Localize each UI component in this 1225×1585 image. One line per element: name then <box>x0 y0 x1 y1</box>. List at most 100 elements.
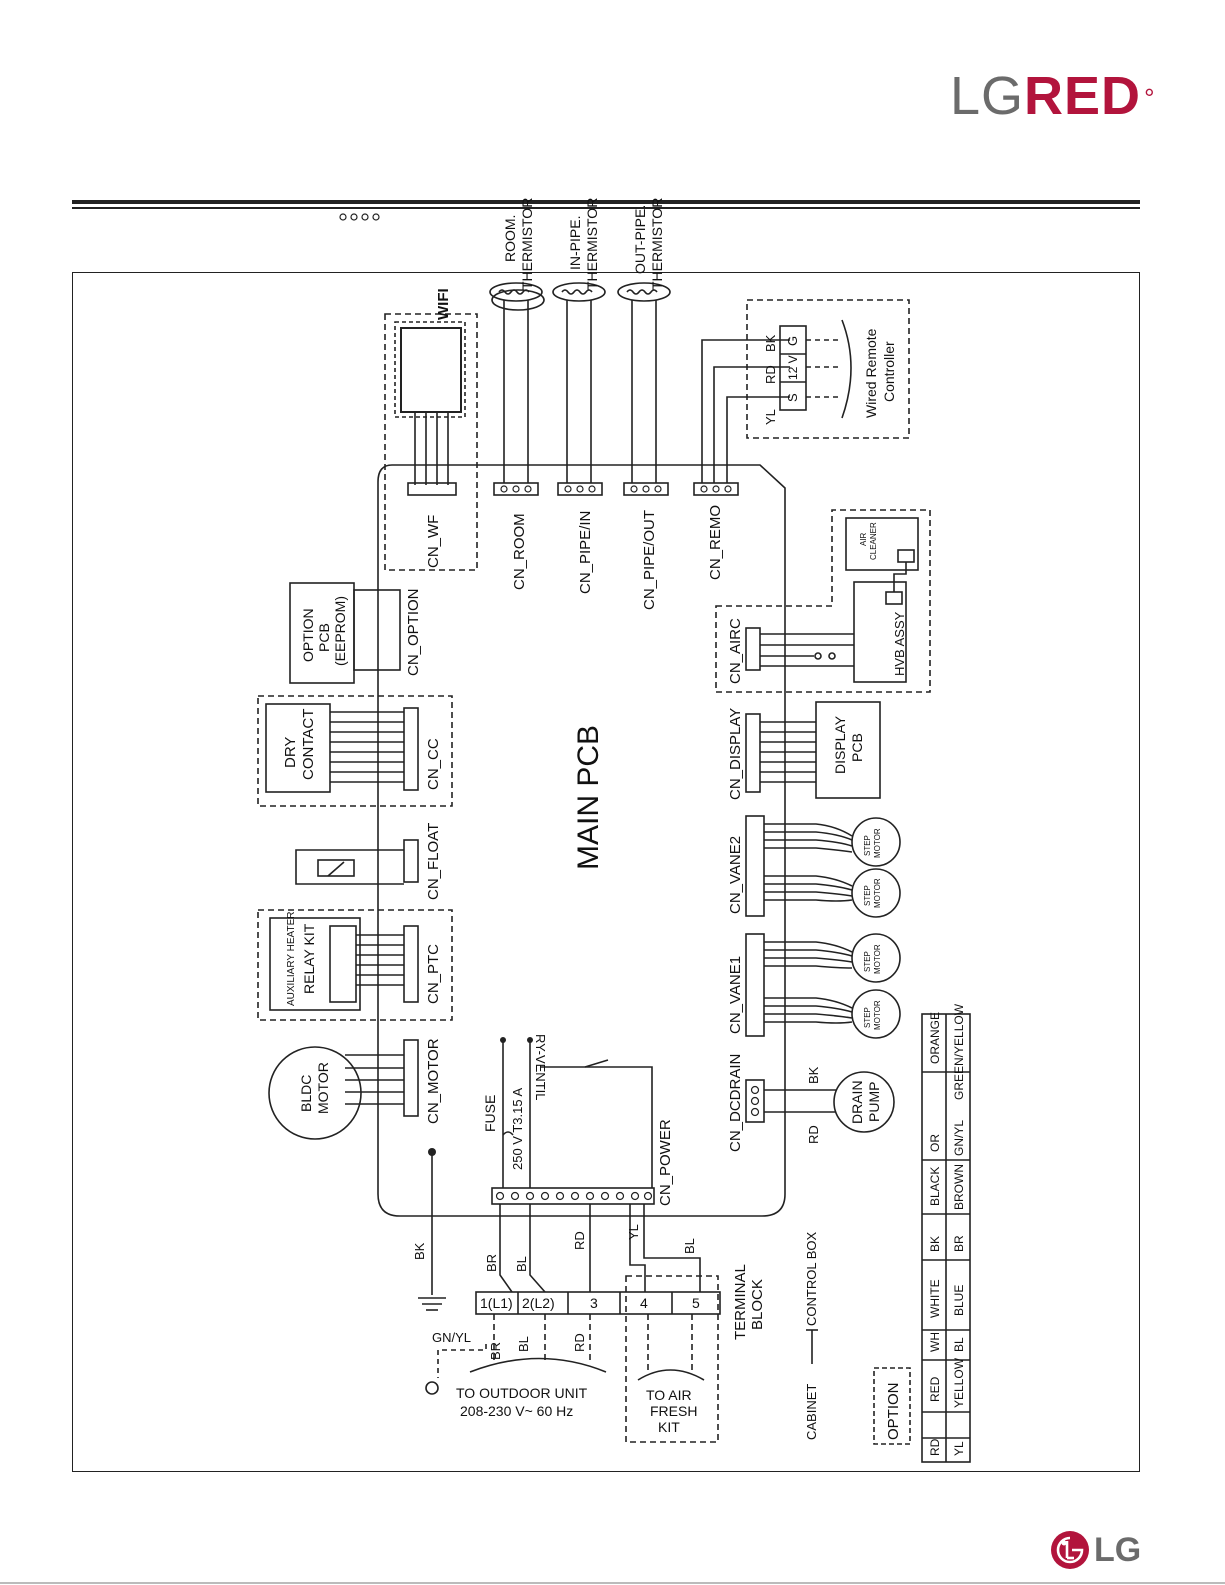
in-pipe-thermistor-bulb <box>552 282 606 302</box>
legend-bk: BK <box>928 1236 942 1252</box>
cn-display-label: CN_DISPLAY <box>727 708 744 800</box>
step-motor-4-line1: STEP <box>863 1007 872 1028</box>
air-cleaner-line2: CLEANER <box>869 522 878 560</box>
legend-brown: BROWN <box>952 1164 966 1210</box>
legend-green-yellow: GREEN/YELLOW <box>952 1003 966 1100</box>
room-thermistor-bulb <box>489 282 543 302</box>
cn-ptc-label: CN_PTC <box>425 944 442 1004</box>
wire-label-bl-2: BL <box>682 1238 697 1254</box>
step-motor-3-line1: STEP <box>863 951 872 972</box>
legend-wh: WH <box>928 1332 942 1352</box>
wire-label-br-out: BR <box>488 1342 503 1360</box>
remote-terminal-12v: 12 V <box>786 355 800 380</box>
lg-face-icon <box>1051 1531 1089 1569</box>
out-pipe-thermistor-line2: THERMISTOR <box>649 198 665 290</box>
diagram-frame <box>72 272 1140 1472</box>
wifi-label: WIFI <box>435 288 452 320</box>
in-pipe-thermistor-line2: THERMISTOR <box>584 198 600 290</box>
wiring-diagram-body <box>377 289 786 1217</box>
wired-remote-enclosure <box>746 299 910 439</box>
option-pcb-line3: (EEPROM) <box>332 596 348 666</box>
legend-rd: RD <box>928 1438 942 1456</box>
aux-heater-enclosure <box>257 909 453 1021</box>
legend-bl: BL <box>952 1337 966 1352</box>
bldc-motor-line2: MOTOR <box>315 1062 331 1114</box>
cn-float-label: CN_FLOAT <box>425 823 442 900</box>
control-box-label: CONTROL BOX <box>804 1232 819 1326</box>
wire-label-br: BR <box>484 1254 499 1272</box>
hvb-assy-box <box>853 581 907 683</box>
wire-label-yl: YL <box>626 1224 641 1240</box>
terminal-1: 1(L1) <box>480 1295 513 1311</box>
legend-or: OR <box>928 1134 942 1152</box>
bldc-motor-line1: BLDC <box>298 1075 314 1112</box>
terminal-2: 2(L2) <box>522 1295 555 1311</box>
cn-pipe-in-label: CN_PIPE/IN <box>577 511 594 594</box>
remote-terminal-s: S <box>785 393 800 402</box>
cn-vane2-label: CN_VANE2 <box>727 836 744 914</box>
wire-label-rd: RD <box>572 1231 587 1250</box>
cn-wf-label: CN_WF <box>425 515 442 568</box>
wire-label-bl: BL <box>514 1256 529 1272</box>
wire-label-rd-drain: RD <box>806 1125 821 1144</box>
header-rule-thick <box>72 200 1140 204</box>
step-motor-2-line1: STEP <box>863 885 872 906</box>
cn-airc-label: CN_AIRC <box>727 618 744 684</box>
main-pcb-label: MAIN PCB <box>572 725 605 870</box>
air-fresh-enclosure <box>625 1275 719 1443</box>
display-pcb-box <box>815 701 881 799</box>
air-cleaner-line1: AIR <box>859 532 868 546</box>
legend-white: WHITE <box>928 1279 942 1318</box>
wire-label-bk-ground: BK <box>412 1242 427 1260</box>
aux-heater-line1: AUXILIARY HEATER <box>286 912 297 1006</box>
wired-remote-line1: Wired Remote <box>863 328 879 418</box>
cn-cc-label: CN_CC <box>425 738 442 790</box>
step-motor-1-line2: MOTOR <box>873 828 882 858</box>
legend-br: BR <box>952 1235 966 1252</box>
out-pipe-thermistor-bulb <box>617 282 671 302</box>
dry-contact-line2: CONTACT <box>300 709 317 780</box>
terminal-block-line1: TERMINAL <box>732 1264 749 1340</box>
cn-pipe-out-label: CN_PIPE/OUT <box>641 510 658 610</box>
drain-pump-line1: DRAIN <box>849 1080 865 1124</box>
to-air-fresh-line1: TO AIR <box>646 1387 692 1403</box>
cn-room-label: CN_ROOM <box>511 513 528 590</box>
dry-contact-enclosure <box>257 695 453 807</box>
lg-logo: LG <box>1050 1530 1145 1570</box>
legend-blue: BLUE <box>952 1285 966 1316</box>
main-pcb-outline <box>377 464 786 1217</box>
air-cleaner-box <box>845 517 919 571</box>
wifi-enclosure <box>384 313 478 571</box>
terminal-block-line2: BLOCK <box>749 1279 766 1330</box>
wire-label-bk-drain: BK <box>806 1066 821 1084</box>
brand-logo: LGRED° <box>950 66 1156 126</box>
aux-heater-line2: RELAY KIT <box>301 923 317 994</box>
cn-vane1-label: CN_VANE1 <box>727 956 744 1034</box>
cn-remo-label: CN_REMO <box>707 505 724 580</box>
legend-yl: YL <box>952 1441 966 1456</box>
remote-terminal-g: G <box>785 336 800 346</box>
remote-wire-rd: RD <box>763 365 778 384</box>
cn-option-label: CN_OPTION <box>405 588 422 676</box>
legend-orange: ORANGE <box>928 1012 942 1064</box>
dry-contact-line1: DRY <box>282 737 299 768</box>
brand-mark: ° <box>1144 83 1156 113</box>
terminal-3: 3 <box>590 1295 598 1311</box>
wire-label-rd-out: RD <box>572 1333 587 1352</box>
fuse-rating-label: 250 V T3.15 A <box>510 1088 525 1170</box>
to-outdoor-line1: TO OUTDOOR UNIT <box>456 1385 588 1401</box>
display-pcb-line1: DISPLAY <box>832 715 848 774</box>
lg-logo-text: LG <box>1094 1531 1142 1569</box>
legend-red: RED <box>928 1376 942 1402</box>
room-thermistor-line2: THERMISTOR <box>519 198 535 290</box>
room-thermistor-line1: ROOM. <box>502 215 518 262</box>
in-pipe-thermistor-line1: IN-PIPE. <box>567 216 583 270</box>
option-label: OPTION <box>885 1382 902 1440</box>
drain-pump-circle <box>833 1071 895 1133</box>
display-pcb-line2: PCB <box>849 733 865 762</box>
wire-label-gnyl: GN/YL <box>432 1330 471 1345</box>
option-pcb-line1: OPTION <box>300 608 316 662</box>
bldc-motor-circle <box>268 1046 362 1140</box>
cn-motor-label: CN_MOTOR <box>425 1038 442 1124</box>
